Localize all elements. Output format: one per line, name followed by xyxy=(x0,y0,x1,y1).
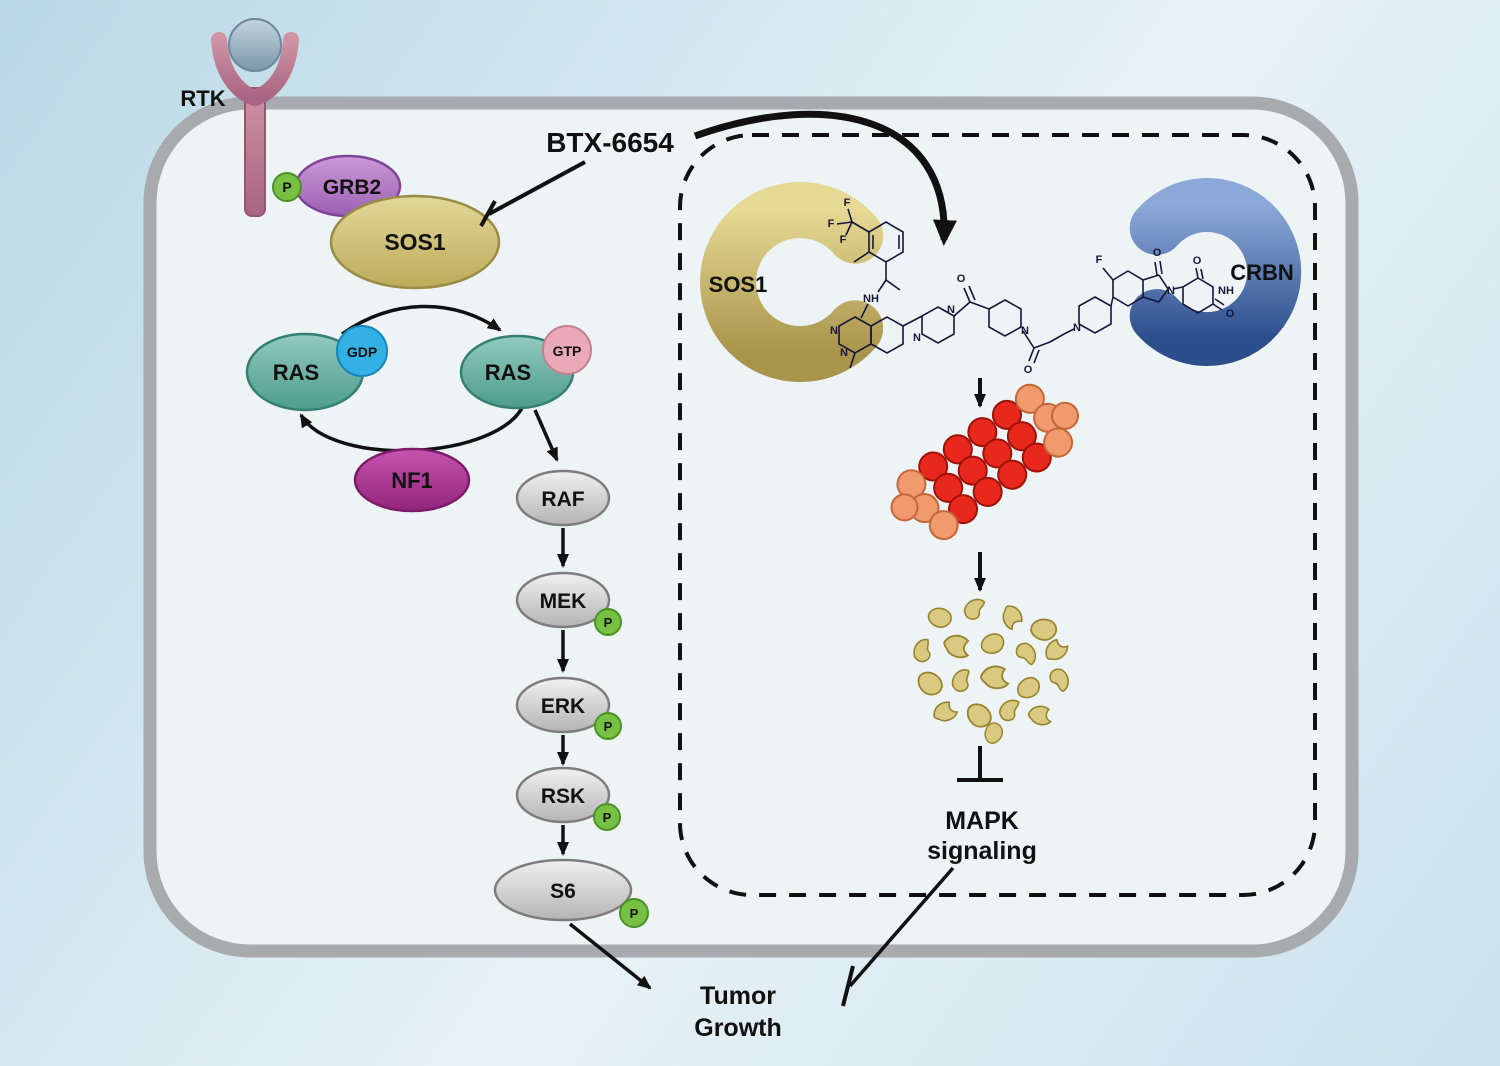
phospho-badge-s6 xyxy=(619,898,649,928)
phospho-label-s6: P xyxy=(630,906,639,921)
crbn-crescent xyxy=(1129,178,1302,366)
gtp-label: GTP xyxy=(553,343,582,359)
rtk-label: RTK xyxy=(180,86,225,111)
raf-label: RAF xyxy=(541,488,584,511)
compound-atom-labels: F F F NH N N N N O N O N F O N O NH O xyxy=(828,197,1235,376)
gdp-label: GDP xyxy=(347,344,377,360)
mapk-signaling-label-line2: signaling xyxy=(927,837,1037,865)
grb2-label: GRB2 xyxy=(323,176,381,199)
tumor-growth-label-line1: Tumor xyxy=(700,982,776,1010)
svg-text:NH: NH xyxy=(1218,285,1234,297)
svg-text:O: O xyxy=(1153,247,1162,259)
rtk-receptor xyxy=(211,18,299,217)
phospho-badge-mek xyxy=(594,608,622,636)
rsk-label: RSK xyxy=(541,785,585,808)
phospho-label-rsk: P xyxy=(603,810,612,825)
svg-text:O: O xyxy=(1024,364,1033,376)
svg-text:O: O xyxy=(1226,308,1235,320)
phospho-badge-rsk xyxy=(593,803,621,831)
mapk-tumor-inhibition xyxy=(841,866,955,1007)
svg-text:F: F xyxy=(840,234,847,246)
nf1-label: NF1 xyxy=(391,468,433,493)
mapk-signaling-label-line1: MAPK xyxy=(945,807,1019,835)
cell-membrane xyxy=(143,96,1359,958)
phospho-badge-erk xyxy=(594,712,622,740)
gtp-to-raf-arrow xyxy=(533,409,559,462)
cascade-node-rsk xyxy=(515,766,611,824)
gdp-badge xyxy=(336,325,388,377)
s6-tumor-arrow xyxy=(568,922,652,990)
inhibition-line xyxy=(488,160,586,216)
proteasome xyxy=(890,383,1079,541)
gdp-to-gtp-arrow xyxy=(340,304,502,336)
dashed-degradation-box xyxy=(678,133,1317,897)
cascade-node-s6 xyxy=(493,858,633,922)
tumor-growth-label-line2: Growth xyxy=(694,1014,782,1042)
cascade-node-mek xyxy=(515,571,611,629)
s6-label: S6 xyxy=(550,880,576,903)
btx-sos1-inhibition xyxy=(479,160,586,227)
ring-glutarimide xyxy=(1182,277,1214,314)
rtk-cup xyxy=(211,32,299,107)
crbn-label: CRBN xyxy=(1230,260,1294,285)
btx-to-complex-arrow xyxy=(693,110,957,246)
svg-text:N: N xyxy=(1021,325,1029,337)
phospho-label-mek: P xyxy=(604,615,613,630)
ras-gdp-label: RAS xyxy=(273,360,319,385)
inhibition-bar-tumor xyxy=(841,965,855,1007)
proteasome-caps xyxy=(890,383,1079,541)
phospho-badge-grb2 xyxy=(272,172,302,202)
svg-text:F: F xyxy=(1096,254,1103,266)
svg-text:NH: NH xyxy=(863,293,879,305)
svg-text:N: N xyxy=(913,332,921,344)
nf1-ellipse xyxy=(353,447,471,513)
svg-text:F: F xyxy=(828,218,835,230)
sos1-label: SOS1 xyxy=(384,229,446,255)
ring-quinazoline-b xyxy=(870,316,904,354)
sos1-ellipse xyxy=(329,194,501,290)
rtk-stem xyxy=(244,87,266,217)
inhibition-bar xyxy=(479,200,497,227)
svg-text:F: F xyxy=(844,197,851,209)
svg-text:N: N xyxy=(1167,285,1175,297)
sos1-bound-label: SOS1 xyxy=(709,272,768,297)
erk-label: ERK xyxy=(541,695,585,718)
ligand-ball xyxy=(228,18,282,72)
ras-gtp-label: RAS xyxy=(485,360,531,385)
kinase-cascade: RAF MEK P ERK P RSK P S6 P xyxy=(493,469,649,928)
cascade-node-erk xyxy=(515,676,611,734)
phospho-label-grb2: P xyxy=(282,179,291,195)
phospho-label-erk: P xyxy=(604,719,613,734)
compound-structure xyxy=(836,208,1225,369)
ring-piperidine-1 xyxy=(988,299,1022,337)
cascade-node-raf xyxy=(515,469,611,527)
svg-text:N: N xyxy=(830,325,838,337)
gtp-badge xyxy=(542,325,592,375)
sos1-crescent xyxy=(700,182,884,382)
btx-6654-label: BTX-6654 xyxy=(546,127,674,158)
mek-label: MEK xyxy=(540,590,587,613)
fragments-mapk-inhibition xyxy=(957,746,1003,782)
svg-text:O: O xyxy=(1193,255,1202,267)
svg-text:N: N xyxy=(1073,322,1081,334)
svg-text:N: N xyxy=(840,347,848,359)
svg-text:N: N xyxy=(947,304,955,316)
svg-text:O: O xyxy=(957,273,966,285)
